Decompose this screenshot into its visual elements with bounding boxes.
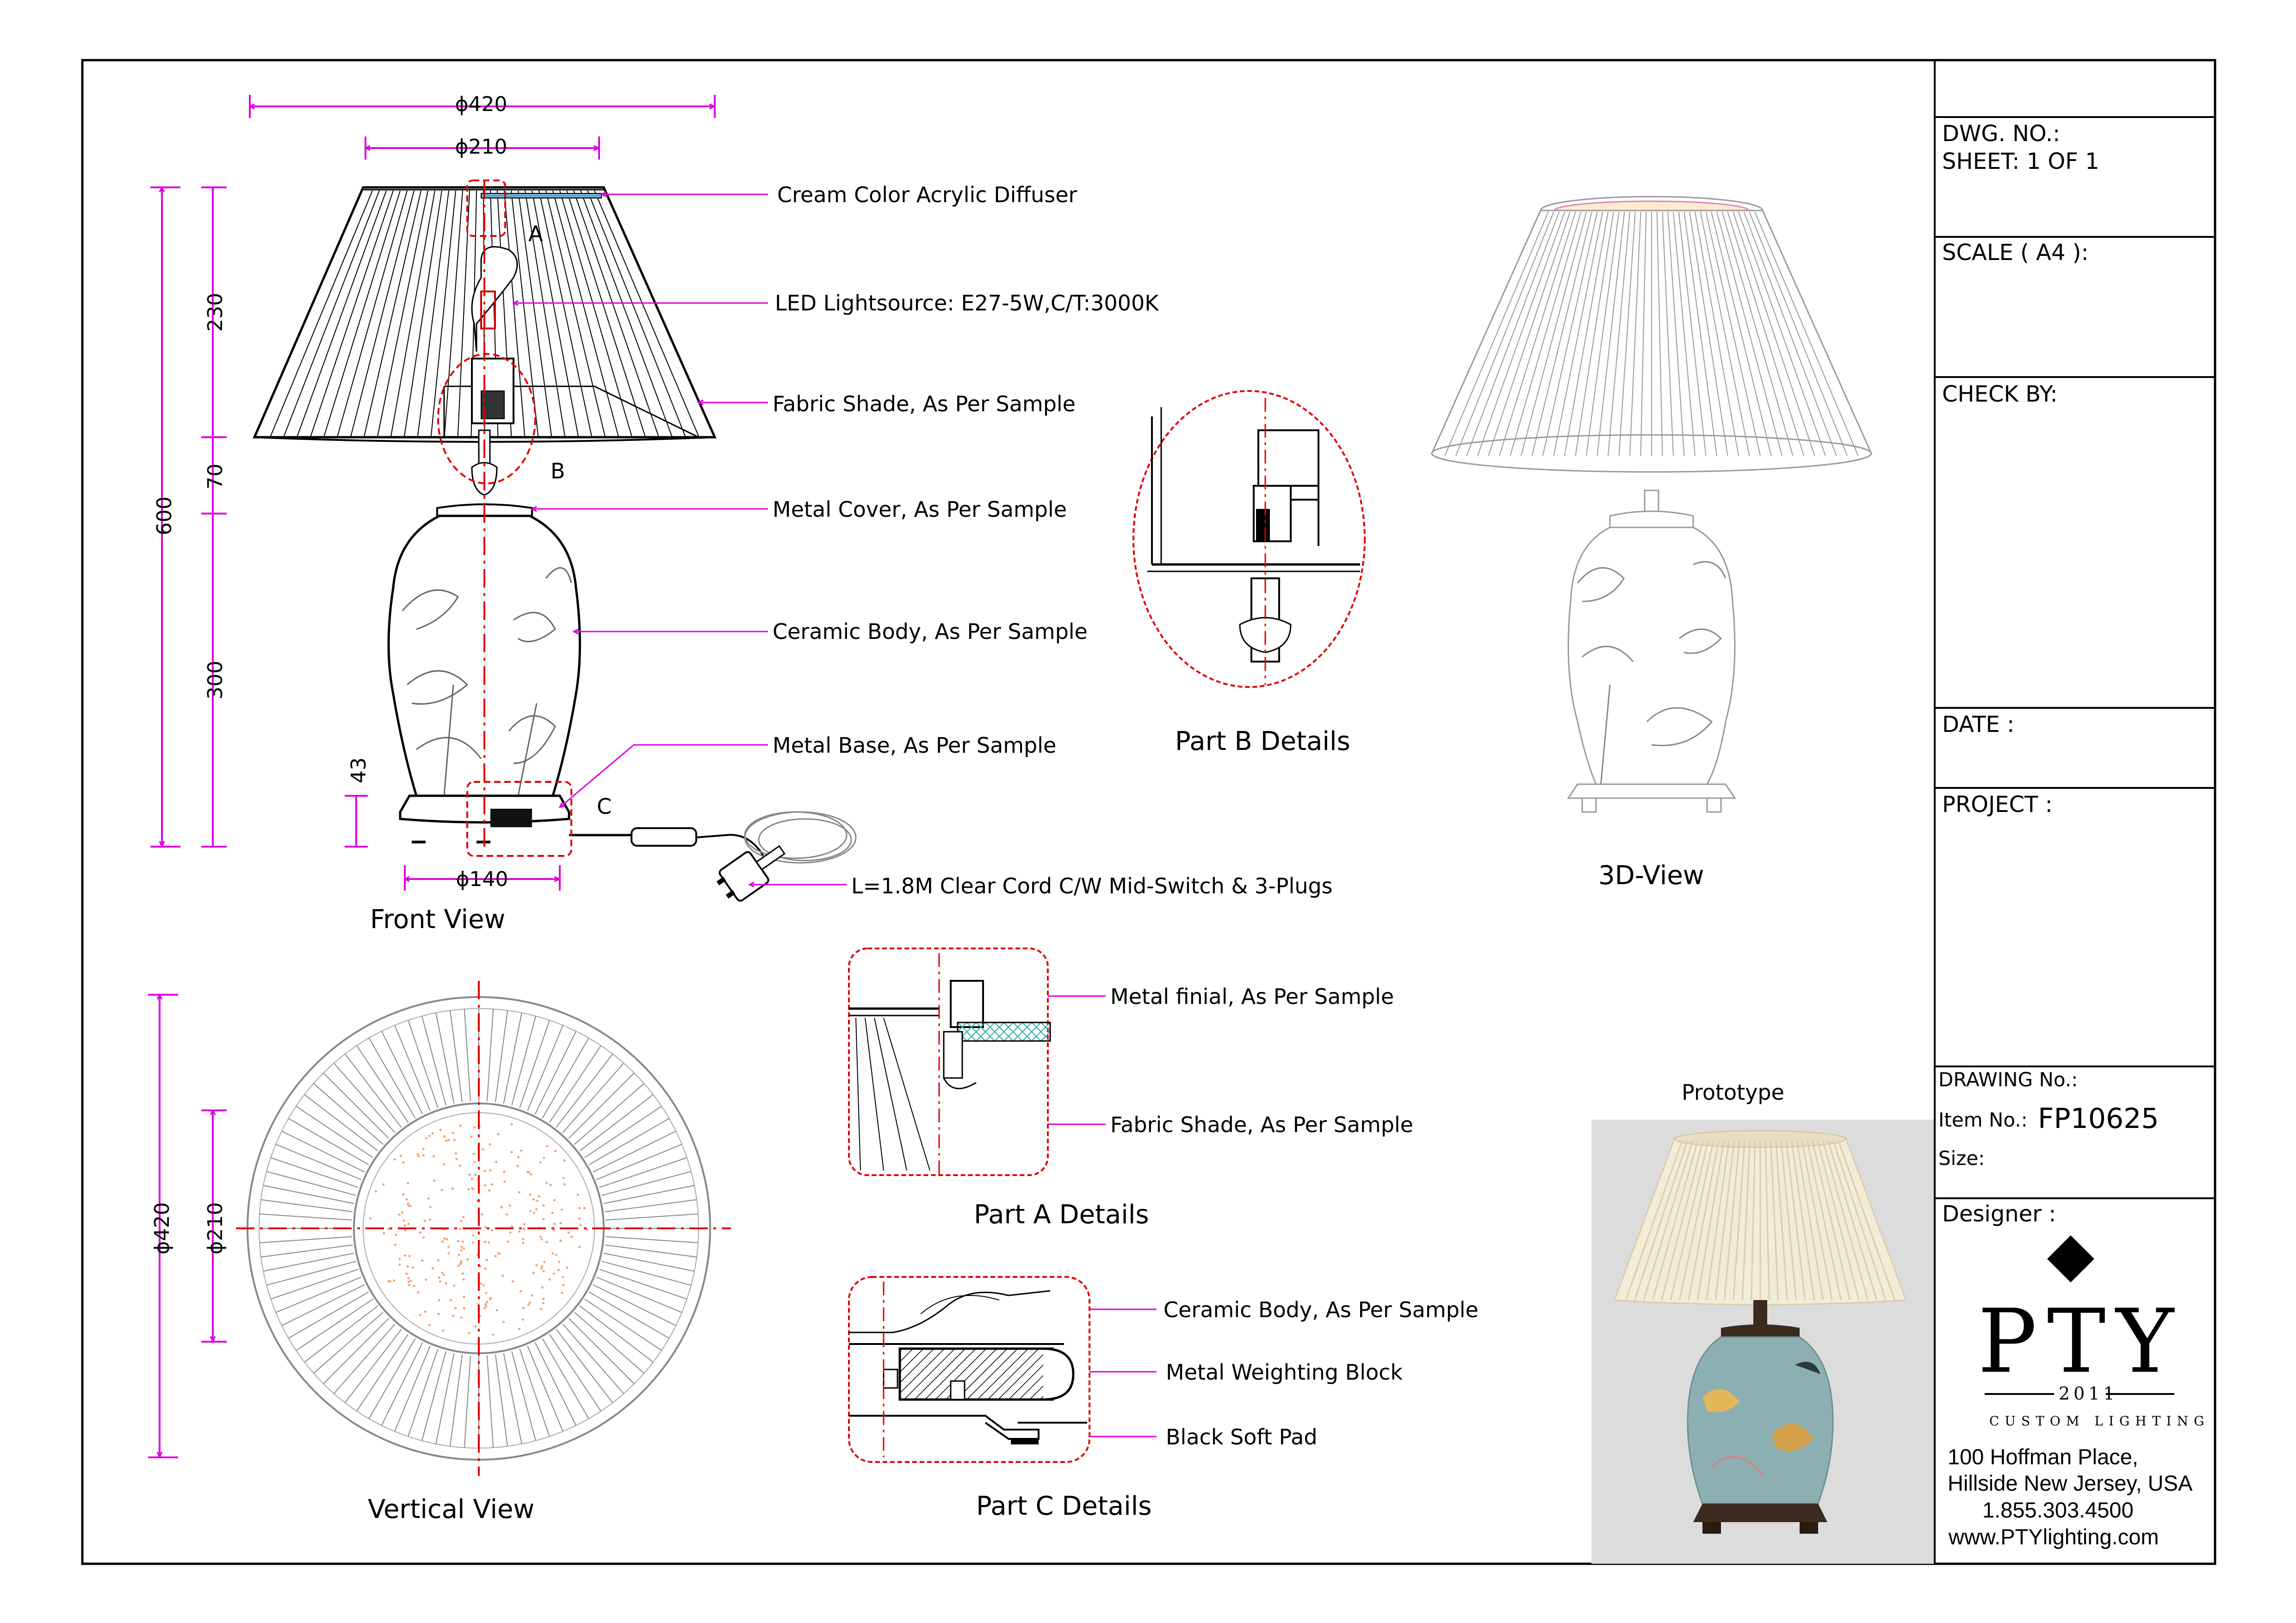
dim-body-height: 300 <box>204 661 227 700</box>
tb-dwg-no: DWG. NO.: <box>1942 121 2061 147</box>
dim-total-height: 600 <box>153 496 176 535</box>
tb-size: Size: <box>1938 1147 1985 1170</box>
dim-vertical-outer: ϕ420 <box>150 1202 174 1254</box>
tb-scale: SCALE ( A4 ): <box>1942 240 2089 266</box>
mid-switch <box>631 827 697 847</box>
dim-shade-height: 230 <box>204 293 227 332</box>
callout-acrylic-diffuser: Cream Color Acrylic Diffuser <box>777 182 1077 207</box>
callout-metal-finial: Metal finial, As Per Sample <box>1110 984 1394 1009</box>
sheet-border <box>81 59 2216 1565</box>
company-phone: 1.855.303.4500 <box>1982 1498 2134 1522</box>
dim-base-height: 43 <box>347 757 371 783</box>
shade-pleats <box>270 190 699 438</box>
part-b-title: Part B Details <box>1175 726 1350 756</box>
dim-top-outer: ϕ420 <box>455 93 507 116</box>
part-c-title: Part C Details <box>976 1491 1152 1521</box>
tb-check-by: CHECK BY: <box>1942 381 2058 407</box>
part-a-title: Part A Details <box>974 1200 1149 1230</box>
company-logo: PTY <box>1978 1290 2184 1393</box>
callout-part-c-ceramic-body: Ceramic Body, As Per Sample <box>1163 1297 1479 1322</box>
view-3d-title: 3D-View <box>1598 861 1704 891</box>
tb-project: PROJECT : <box>1942 792 2053 818</box>
view-3d-drawing <box>1430 196 1873 813</box>
radial-pleats <box>259 1009 699 1448</box>
coiled-cord <box>744 811 857 864</box>
dim-vertical-inner: ϕ210 <box>204 1202 227 1254</box>
marker-a: A <box>528 221 543 246</box>
logo-diamond <box>2047 1235 2094 1282</box>
tb-designer: Designer : <box>1942 1201 2056 1227</box>
marker-c: C <box>597 794 612 819</box>
tb-date: DATE : <box>1942 712 2015 737</box>
tb-item-no-label: Item No.: <box>1938 1109 2028 1131</box>
dim-base-width: ϕ140 <box>456 867 508 891</box>
callout-fabric-shade: Fabric Shade, As Per Sample <box>773 391 1076 416</box>
title-block-rows <box>1935 116 2215 1199</box>
detail-circle-b <box>437 353 536 484</box>
dim-neck-height: 70 <box>204 464 227 489</box>
front-view-title: Front View <box>370 904 506 935</box>
company-address-1: 100 Hoffman Place, <box>1948 1444 2138 1469</box>
callout-soft-pad: Black Soft Pad <box>1166 1425 1318 1450</box>
part-b-detail <box>1133 390 1366 688</box>
detail-box-c <box>466 781 572 857</box>
part-a-detail <box>848 948 1051 1176</box>
vertical-view-drawing <box>236 981 731 1476</box>
tb-drawing-no: DRAWING No.: <box>1938 1068 2078 1091</box>
callout-led-lightsource: LED Lightsource: E27-5W,C/T:3000K <box>775 291 1159 316</box>
company-year: 2011 <box>2059 1383 2118 1404</box>
part-c-detail <box>848 1276 1090 1463</box>
dimension-lines <box>148 95 716 1458</box>
detail-box-a <box>466 180 506 237</box>
dim-top-inner: ϕ210 <box>455 135 507 159</box>
callout-cord: L=1.8M Clear Cord C/W Mid-Switch & 3-Plu… <box>851 873 1333 898</box>
prototype-title: Prototype <box>1682 1080 1784 1105</box>
acrylic-diffuser <box>481 193 602 198</box>
marker-b: B <box>551 458 565 483</box>
tb-sheet: SHEET: 1 OF 1 <box>1942 149 2099 174</box>
callout-part-a-fabric-shade: Fabric Shade, As Per Sample <box>1110 1112 1413 1137</box>
prototype-image <box>1591 1120 1934 1564</box>
company-tagline: CUSTOM LIGHTING <box>1989 1413 2210 1429</box>
diffuser-speckle <box>369 1123 588 1336</box>
tb-item-no-value: FP10625 <box>2038 1103 2159 1135</box>
callout-ceramic-body: Ceramic Body, As Per Sample <box>773 619 1088 644</box>
ceramic-body <box>387 514 581 797</box>
callout-metal-cover: Metal Cover, As Per Sample <box>773 497 1067 522</box>
callout-weighting-block: Metal Weighting Block <box>1166 1360 1403 1385</box>
plug <box>716 845 786 902</box>
vertical-view-title: Vertical View <box>368 1494 535 1524</box>
company-address-2: Hillside New Jersey, USA <box>1948 1471 2193 1495</box>
callout-metal-base: Metal Base, As Per Sample <box>773 733 1057 758</box>
company-web: www.PTYlighting.com <box>1949 1524 2159 1549</box>
front-view-drawing <box>253 180 857 902</box>
ghost-shade-pleats <box>1444 211 1859 456</box>
